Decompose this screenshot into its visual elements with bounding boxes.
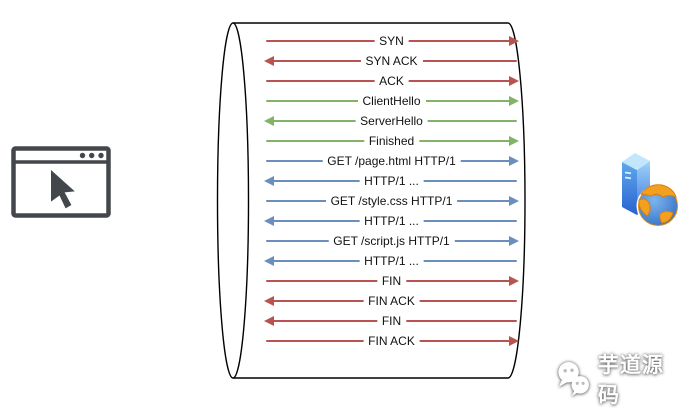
message-label: SYN ACK	[360, 54, 423, 68]
arrowhead-right-icon	[509, 76, 519, 86]
arrowhead-right-icon	[509, 196, 519, 206]
message-label: ACK	[374, 74, 409, 88]
message-label: SYN	[374, 34, 409, 48]
message-label: GET /style.css HTTP/1	[325, 194, 458, 208]
arrowhead-left-icon	[264, 256, 274, 266]
arrowhead-right-icon	[509, 156, 519, 166]
cursor-icon	[51, 170, 75, 209]
arrowhead-left-icon	[264, 296, 274, 306]
message-label: ServerHello	[355, 114, 428, 128]
wechat-icon	[558, 362, 589, 397]
arrowhead-left-icon	[264, 176, 274, 186]
message-label: GET /page.html HTTP/1	[322, 154, 461, 168]
arrowhead-right-icon	[509, 36, 519, 46]
arrowhead-left-icon	[264, 216, 274, 226]
globe-icon	[636, 184, 680, 228]
arrowhead-right-icon	[509, 276, 519, 286]
arrowhead-right-icon	[509, 136, 519, 146]
browser-window-frame	[11, 146, 111, 218]
arrowhead-left-icon	[264, 116, 274, 126]
message-label: HTTP/1 ...	[359, 214, 424, 228]
message-label: FIN	[376, 274, 407, 288]
wechat-small-bubble	[571, 376, 589, 397]
message-label: FIN ACK	[363, 334, 420, 348]
arrowhead-right-icon	[509, 96, 519, 106]
watermark-text: 芋道源码	[597, 354, 664, 407]
message-label: FIN ACK	[363, 294, 420, 308]
message-label: FIN	[376, 314, 407, 328]
pipe-left-cap	[216, 22, 250, 379]
message-label: Finished	[363, 134, 420, 148]
browser-icon	[11, 146, 111, 218]
message-label: HTTP/1 ...	[359, 174, 424, 188]
server-vent	[624, 176, 632, 180]
arrowhead-right-icon	[509, 336, 519, 346]
message-label: ClientHello	[357, 94, 426, 108]
message-label: HTTP/1 ...	[359, 254, 424, 268]
message-label: GET /script.js HTTP/1	[328, 234, 455, 248]
server-icon	[620, 151, 680, 228]
arrowhead-right-icon	[509, 236, 519, 246]
browser-titlebar-dots	[79, 152, 104, 159]
arrowhead-left-icon	[264, 316, 274, 326]
wechat-big-bubble	[558, 362, 579, 387]
watermark: 芋道源码	[556, 349, 683, 409]
server-vent	[624, 171, 632, 175]
arrowhead-left-icon	[264, 56, 274, 66]
